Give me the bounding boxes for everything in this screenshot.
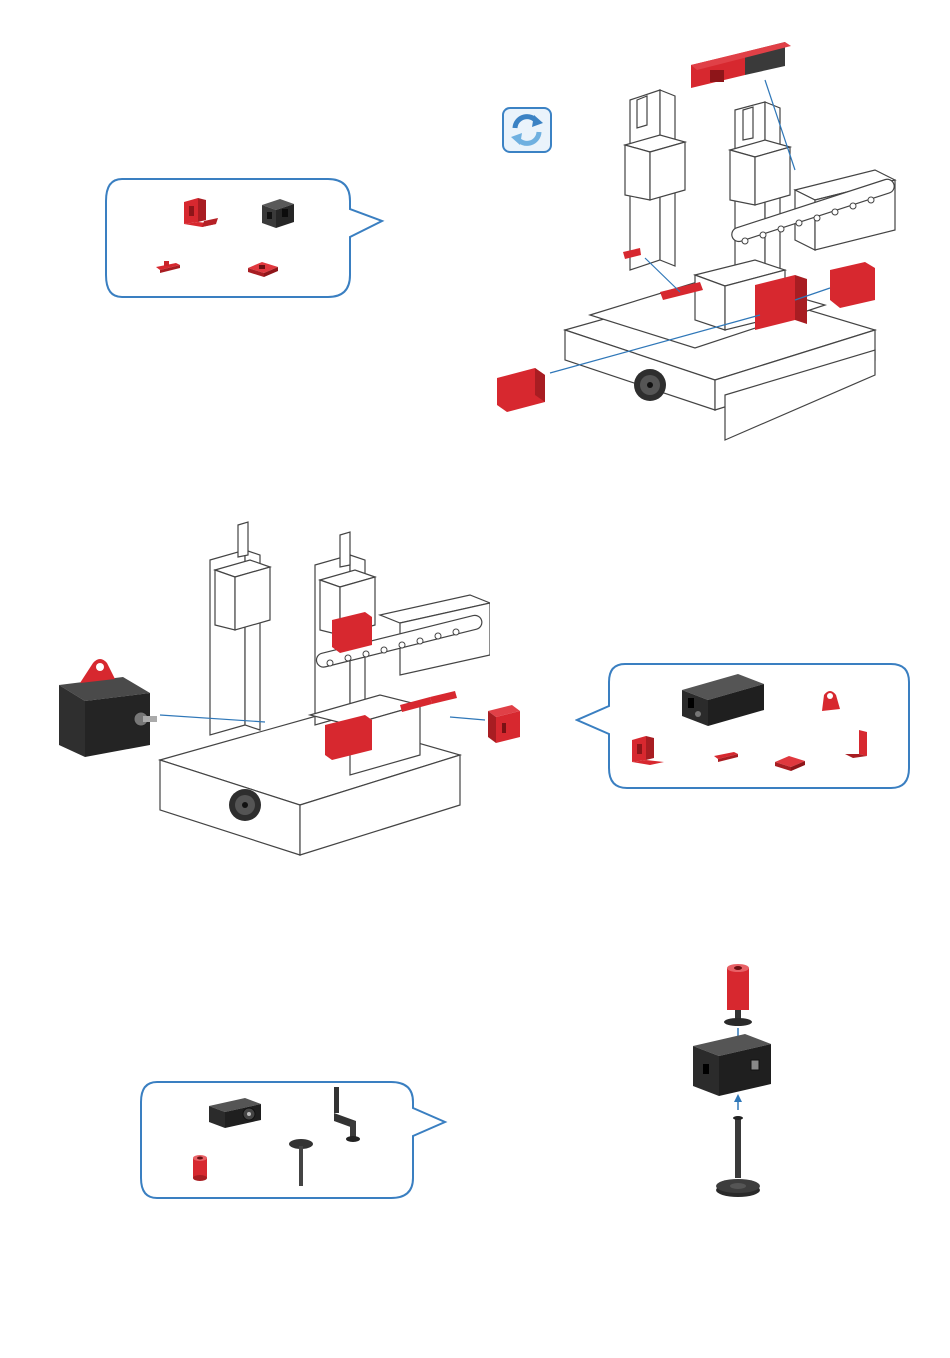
red-spacer-bushing-part <box>190 1154 210 1182</box>
red-block-part-middle <box>484 703 524 745</box>
black-crank-axle-part <box>328 1085 362 1145</box>
gear-middle <box>229 789 261 821</box>
black-gear-housing-part <box>205 1094 267 1130</box>
gear-top <box>634 369 666 401</box>
parts-callout-top <box>100 175 390 305</box>
red-lever-holder-part <box>818 685 844 713</box>
mini-motor-part <box>55 655 165 765</box>
red-connector-small-part-middle <box>712 748 740 764</box>
red-connector-small-part <box>154 259 182 275</box>
black-axle-with-disc-part <box>287 1138 315 1188</box>
gear-axle-assembly <box>685 960 795 1210</box>
machine-assembly-middle <box>150 515 490 865</box>
red-square-plate-part-middle <box>773 752 807 774</box>
red-angle-block-part <box>180 194 222 228</box>
red-angle-block-part-middle <box>628 732 668 768</box>
red-square-plate-part <box>246 258 280 280</box>
black-building-block-30-part <box>678 668 770 728</box>
red-angle-corner-part <box>843 728 873 762</box>
machine-assembly-top <box>495 30 915 450</box>
black-building-block-part <box>258 195 298 231</box>
